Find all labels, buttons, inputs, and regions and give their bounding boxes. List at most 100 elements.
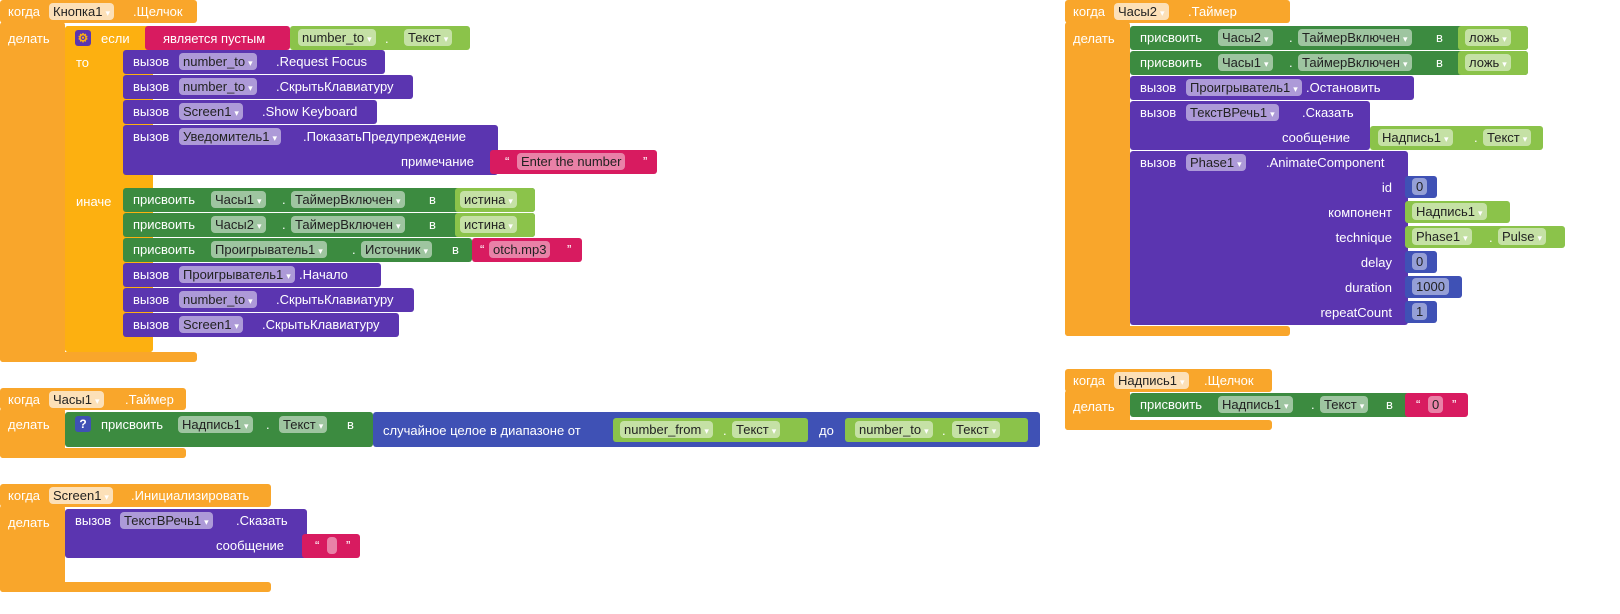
text-value[interactable]: otch.mp3	[489, 241, 551, 258]
block-label: .	[1289, 55, 1293, 70]
block-label: случайное целое в диапазоне от	[383, 423, 581, 438]
property-dropdown[interactable]: ТаймерВключен	[291, 216, 405, 233]
block-label: .	[282, 217, 286, 232]
gear-icon[interactable]: ⚙	[75, 30, 91, 46]
component-dropdown[interactable]: Screen1	[49, 487, 113, 504]
event-block-bottom[interactable]	[0, 582, 271, 592]
number-value[interactable]: 1000	[1412, 278, 1449, 295]
block-label: делать	[1073, 399, 1115, 414]
property-dropdown[interactable]: ТаймерВключен	[1298, 29, 1412, 46]
event-block-bottom[interactable]	[0, 448, 186, 458]
call-block-animate[interactable]	[1130, 151, 1408, 325]
text-value[interactable]	[327, 537, 337, 554]
component-dropdown[interactable]: number_to	[179, 78, 257, 95]
number-value[interactable]: 0	[1412, 178, 1428, 195]
component-dropdown[interactable]: Часы1	[211, 191, 266, 208]
property-dropdown[interactable]: ТаймерВключен	[1298, 54, 1412, 71]
component-dropdown[interactable]: Phase1	[1412, 228, 1472, 245]
component-dropdown[interactable]: Надпись1	[1114, 372, 1189, 389]
component-dropdown[interactable]: number_from	[620, 421, 713, 438]
component-dropdown[interactable]: Проигрыватель1	[1186, 79, 1302, 96]
is-empty-block[interactable]	[145, 26, 290, 50]
call-block[interactable]	[123, 75, 413, 99]
number-value[interactable]: 1	[1412, 303, 1428, 320]
number-block[interactable]	[1405, 251, 1437, 273]
boolean-dropdown[interactable]: истина	[460, 216, 517, 233]
event-do-column[interactable]	[0, 22, 65, 362]
component-dropdown[interactable]: Проигрыватель1	[179, 266, 295, 283]
text-block[interactable]	[490, 150, 657, 174]
component-dropdown[interactable]: number_to	[179, 291, 257, 308]
component-dropdown[interactable]: Screen1	[179, 316, 243, 333]
component-dropdown[interactable]: Часы1	[49, 391, 104, 408]
block-label: до	[819, 423, 834, 438]
number-block[interactable]	[1405, 301, 1437, 323]
method-name: .Сказать	[236, 513, 288, 528]
component-dropdown[interactable]: number_to	[179, 53, 257, 70]
text-value[interactable]: Enter the number	[517, 153, 626, 170]
block-label: то	[76, 55, 90, 70]
block-label: вызов	[133, 317, 170, 332]
component-dropdown[interactable]: Часы2	[211, 216, 266, 233]
component-dropdown[interactable]: Кнопка1	[49, 3, 114, 20]
component-dropdown[interactable]: ТекстВРечь1	[120, 512, 213, 529]
block-label: вызов	[75, 513, 112, 528]
component-dropdown[interactable]: Часы2	[1218, 29, 1273, 46]
arg-label: сообщение	[1282, 130, 1351, 145]
component-dropdown[interactable]: Надпись1	[1412, 203, 1487, 220]
technique-dropdown[interactable]: Pulse	[1498, 228, 1547, 245]
component-dropdown[interactable]: Надпись1	[1378, 129, 1453, 146]
property-dropdown[interactable]: Текст	[279, 416, 328, 433]
block-label: вызов	[133, 104, 170, 119]
boolean-dropdown[interactable]: ложь	[1465, 29, 1511, 46]
event-block-bottom[interactable]	[1065, 420, 1272, 430]
param-label: id	[1381, 180, 1392, 195]
component-dropdown[interactable]: Надпись1	[1218, 396, 1293, 413]
number-block[interactable]	[1405, 176, 1437, 198]
component-dropdown[interactable]: number_to	[855, 421, 933, 438]
component-dropdown[interactable]: Уведомитель1	[179, 128, 281, 145]
number-block[interactable]	[1405, 276, 1462, 298]
component-dropdown[interactable]: Phase1	[1186, 154, 1246, 171]
event-do-column[interactable]	[1065, 22, 1130, 336]
text-block[interactable]	[1405, 393, 1468, 417]
arg-label: сообщение	[216, 538, 285, 553]
call-block[interactable]	[123, 100, 377, 124]
call-block[interactable]	[123, 288, 414, 312]
close-quote: ”	[567, 242, 572, 257]
property-dropdown[interactable]: Текст	[732, 421, 781, 438]
method-name: .Остановить	[1306, 80, 1381, 95]
text-block[interactable]	[472, 238, 582, 262]
component-dropdown[interactable]: Надпись1	[178, 416, 253, 433]
block-label: делать	[8, 515, 50, 530]
if-block-bottom[interactable]	[65, 340, 153, 352]
method-name: .AnimateComponent	[1266, 155, 1385, 170]
property-dropdown[interactable]: Текст	[952, 421, 1001, 438]
component-dropdown[interactable]: ТекстВРечь1	[1186, 104, 1279, 121]
block-label: когда	[1073, 373, 1106, 388]
component-dropdown[interactable]: number_to	[298, 29, 376, 46]
number-value[interactable]: 0	[1412, 253, 1428, 270]
component-dropdown[interactable]: Часы1	[1218, 54, 1273, 71]
component-dropdown[interactable]: Часы2	[1114, 3, 1169, 20]
event-name: .Щелчок	[133, 4, 183, 19]
property-dropdown[interactable]: ТаймерВключен	[291, 191, 405, 208]
property-dropdown[interactable]: Источник	[361, 241, 433, 258]
property-dropdown[interactable]: Текст	[1483, 129, 1532, 146]
call-block[interactable]	[123, 313, 399, 337]
boolean-dropdown[interactable]: истина	[460, 191, 517, 208]
event-block-bottom[interactable]	[1065, 326, 1290, 336]
event-block-bottom[interactable]	[0, 352, 197, 362]
text-block[interactable]	[302, 534, 360, 558]
boolean-dropdown[interactable]: ложь	[1465, 54, 1511, 71]
open-quote: “	[1416, 397, 1421, 412]
property-dropdown[interactable]: Текст	[1320, 396, 1369, 413]
method-name: .Show Keyboard	[262, 104, 358, 119]
component-dropdown[interactable]: Screen1	[179, 103, 243, 120]
text-value[interactable]: 0	[1428, 396, 1444, 413]
component-dropdown[interactable]: Проигрыватель1	[211, 241, 327, 258]
event-do-column[interactable]	[0, 505, 65, 592]
help-icon[interactable]: ?	[75, 416, 91, 432]
property-dropdown[interactable]: Текст	[404, 29, 453, 46]
